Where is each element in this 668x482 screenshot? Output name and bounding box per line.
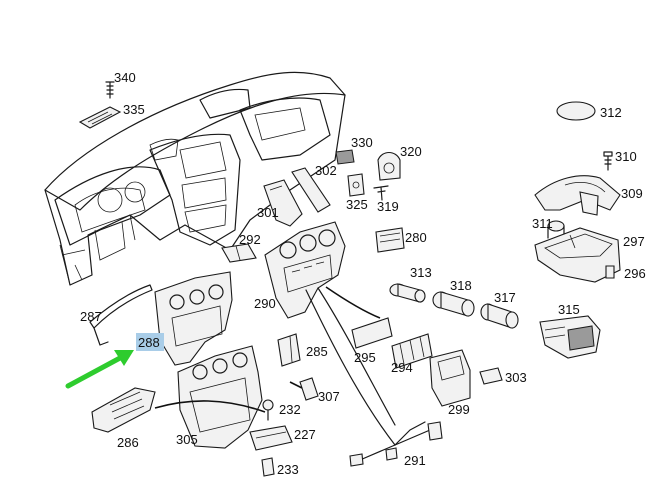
part-310-screw bbox=[603, 151, 613, 171]
label-319[interactable]: 319 bbox=[377, 199, 399, 214]
label-290[interactable]: 290 bbox=[254, 296, 276, 311]
label-311[interactable]: 311 bbox=[532, 216, 553, 231]
label-317[interactable]: 317 bbox=[494, 290, 516, 305]
label-227[interactable]: 227 bbox=[294, 427, 316, 442]
part-227-box bbox=[249, 425, 293, 451]
part-295-module bbox=[351, 317, 393, 349]
label-325[interactable]: 325 bbox=[346, 197, 368, 212]
part-317-socket bbox=[480, 303, 519, 329]
part-330-switch bbox=[335, 149, 355, 165]
part-286-vent bbox=[91, 387, 156, 433]
label-288[interactable]: 288 bbox=[138, 335, 160, 350]
label-303[interactable]: 303 bbox=[505, 370, 527, 385]
part-294-vent bbox=[391, 333, 433, 369]
part-312-cap bbox=[556, 101, 596, 121]
part-335-trim bbox=[78, 106, 122, 129]
part-287-trim-strip bbox=[89, 284, 153, 346]
label-310[interactable]: 310 bbox=[615, 149, 637, 164]
part-232-screw bbox=[262, 399, 274, 421]
part-325-bracket bbox=[347, 173, 365, 197]
part-290-center-panel bbox=[264, 221, 346, 319]
highlight-box bbox=[136, 333, 164, 351]
part-292-holder bbox=[221, 243, 257, 263]
part-307-clip bbox=[299, 377, 319, 401]
part-301-ashtray bbox=[263, 179, 303, 227]
part-285-bracket bbox=[277, 333, 301, 367]
label-330[interactable]: 330 bbox=[351, 135, 373, 150]
part-313-switch bbox=[389, 283, 426, 303]
label-335[interactable]: 335 bbox=[123, 102, 145, 117]
label-292[interactable]: 292 bbox=[239, 232, 261, 247]
label-302[interactable]: 302 bbox=[315, 163, 337, 178]
part-305-lower-panel bbox=[177, 345, 263, 449]
label-287[interactable]: 287 bbox=[80, 309, 102, 324]
part-299-cover bbox=[429, 349, 471, 407]
part-labels: 340 335 312 310 309 311 297 296 330 320 … bbox=[80, 70, 646, 477]
part-303-cap bbox=[479, 367, 503, 385]
label-295[interactable]: 295 bbox=[354, 350, 376, 365]
part-280-module bbox=[375, 227, 405, 253]
label-299[interactable]: 299 bbox=[448, 402, 470, 417]
part-291-wiring bbox=[305, 287, 443, 467]
part-318-lighter bbox=[432, 291, 475, 317]
label-312[interactable]: 312 bbox=[600, 105, 622, 120]
label-309[interactable]: 309 bbox=[621, 186, 643, 201]
label-315[interactable]: 315 bbox=[558, 302, 580, 317]
label-297[interactable]: 297 bbox=[623, 234, 645, 249]
part-319-screw bbox=[373, 185, 389, 201]
part-320-knob bbox=[377, 151, 401, 181]
label-307[interactable]: 307 bbox=[318, 389, 340, 404]
label-313[interactable]: 313 bbox=[410, 265, 432, 280]
label-305[interactable]: 305 bbox=[176, 432, 198, 447]
label-291[interactable]: 291 bbox=[404, 453, 426, 468]
label-233[interactable]: 233 bbox=[277, 462, 299, 477]
part-309-shift-console bbox=[534, 175, 621, 216]
part-302-cover bbox=[291, 167, 331, 213]
label-294[interactable]: 294 bbox=[391, 360, 413, 375]
part-233-clip bbox=[261, 457, 275, 477]
label-320[interactable]: 320 bbox=[400, 144, 422, 159]
label-280[interactable]: 280 bbox=[405, 230, 427, 245]
label-340[interactable]: 340 bbox=[114, 70, 136, 85]
part-288-trim-panel bbox=[154, 271, 233, 366]
label-232[interactable]: 232 bbox=[279, 402, 301, 417]
part-340-screw bbox=[105, 81, 115, 99]
label-301[interactable]: 301 bbox=[257, 205, 279, 220]
dashboard-overview bbox=[44, 71, 346, 286]
label-285[interactable]: 285 bbox=[306, 344, 328, 359]
green-arrow bbox=[65, 350, 134, 389]
label-318[interactable]: 318 bbox=[450, 278, 472, 293]
part-315-switch-block bbox=[539, 315, 601, 359]
part-296-clip bbox=[605, 265, 615, 279]
label-296[interactable]: 296 bbox=[624, 266, 646, 281]
leader-lines bbox=[154, 286, 381, 413]
label-286[interactable]: 286 bbox=[117, 435, 139, 450]
